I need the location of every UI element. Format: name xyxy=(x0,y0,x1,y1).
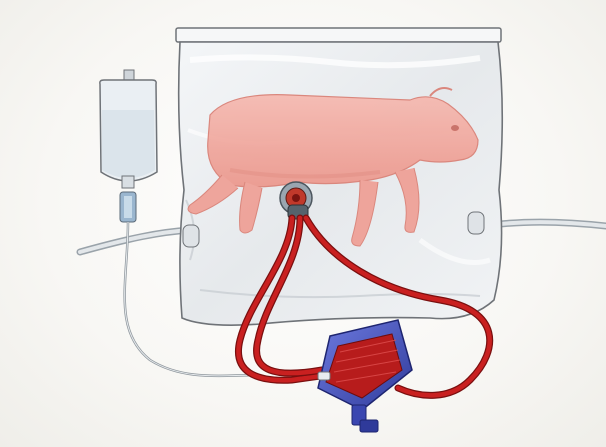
bag-port-left xyxy=(183,225,199,247)
bag-port-right xyxy=(468,212,484,234)
oxygenator xyxy=(318,320,412,432)
bag-top-frame xyxy=(176,28,501,42)
